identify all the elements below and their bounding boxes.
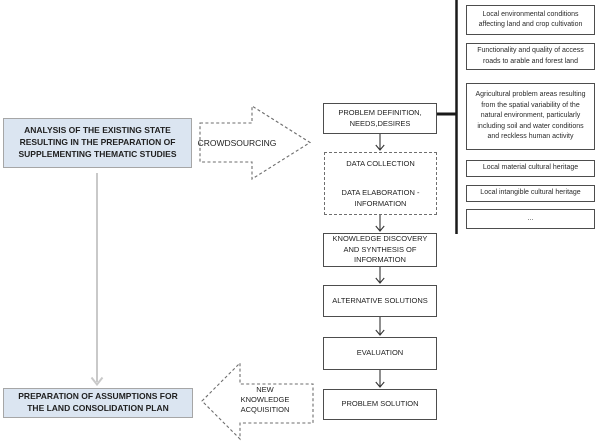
data-collection-elaboration-box: DATA COLLECTION DATA ELABORATION - INFOR… xyxy=(324,152,437,215)
flow-arrow xyxy=(375,267,385,284)
data-collection-label: DATA COLLECTION xyxy=(346,159,415,168)
knowledge-source-box: Local material cultural heritage xyxy=(466,160,595,177)
knowledge-source-box: Local intangible cultural heritage xyxy=(466,185,595,202)
gray-flow-arrow xyxy=(90,173,104,387)
flow-arrow xyxy=(375,134,385,151)
knowledge-source-box: Functionality and quality of access road… xyxy=(466,43,595,70)
flow-arrow xyxy=(375,370,385,388)
problem-definition-box: PROBLEM DEFINITION, NEEDS,DESIRES xyxy=(323,103,437,134)
alternative-solutions-box: ALTERNATIVE SOLUTIONS xyxy=(323,285,437,317)
problem-solution-box: PROBLEM SOLUTION xyxy=(323,389,437,420)
analysis-existing-state-box: ANALYSIS OF THE EXISTING STATE RESULTING… xyxy=(3,118,192,168)
new-knowledge-arrow-shape xyxy=(201,361,314,441)
flow-arrow xyxy=(375,215,385,232)
preparation-assumptions-box: PREPARATION OF ASSUMPTIONS FOR THE LAND … xyxy=(3,388,193,418)
crowdsourcing-arrow-label: CROWDSOURCING xyxy=(197,138,277,148)
data-elaboration-label: DATA ELABORATION - INFORMATION xyxy=(341,188,420,209)
knowledge-source-box: ... xyxy=(466,209,595,229)
flow-arrow xyxy=(375,317,385,336)
knowledge-discovery-box: KNOWLEDGE DISCOVERY AND SYNTHESIS OF INF… xyxy=(323,233,437,267)
knowledge-source-box: Agricultural problem areas resulting fro… xyxy=(466,83,595,150)
crowdsourcing-arrow-shape xyxy=(199,105,312,180)
new-knowledge-arrow-label: NEW KNOWLEDGE ACQUISITION xyxy=(240,385,290,415)
knowledge-source-box: Local environmental conditions affecting… xyxy=(466,5,595,35)
bracket-line xyxy=(437,0,458,234)
evaluation-box: EVALUATION xyxy=(323,337,437,370)
